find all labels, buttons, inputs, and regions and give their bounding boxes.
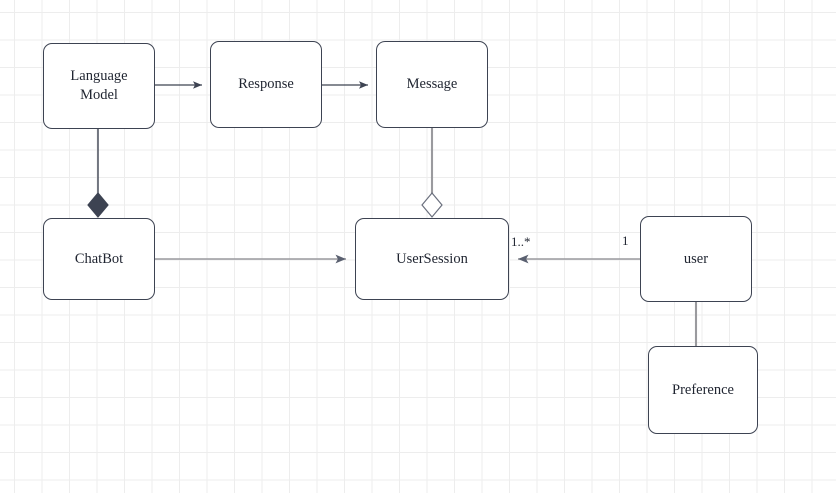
hollow-diamond-icon — [421, 192, 443, 218]
multiplicity-usersession-end: 1..* — [511, 234, 531, 249]
node-language-model[interactable]: Language Model — [43, 43, 155, 129]
node-chatbot-label: ChatBot — [74, 250, 124, 267]
node-preference-label: Preference — [672, 381, 734, 398]
node-chatbot[interactable]: ChatBot — [43, 218, 155, 300]
node-message-label: Message — [406, 76, 458, 93]
node-usersession[interactable]: UserSession — [355, 218, 509, 300]
node-user-label: user — [683, 250, 709, 267]
node-response-label: Response — [238, 76, 294, 93]
node-preference[interactable]: Preference — [648, 346, 758, 434]
node-language-model-label: Language Model — [70, 68, 128, 103]
edge-language-model-to-chatbot — [87, 129, 109, 218]
filled-diamond-icon — [87, 192, 109, 218]
node-message[interactable]: Message — [376, 41, 488, 128]
node-user[interactable]: user — [640, 216, 752, 302]
node-response[interactable]: Response — [210, 41, 322, 128]
node-usersession-label: UserSession — [396, 250, 468, 267]
edge-message-to-usersession — [421, 128, 443, 218]
multiplicity-user-end: 1 — [622, 233, 629, 248]
